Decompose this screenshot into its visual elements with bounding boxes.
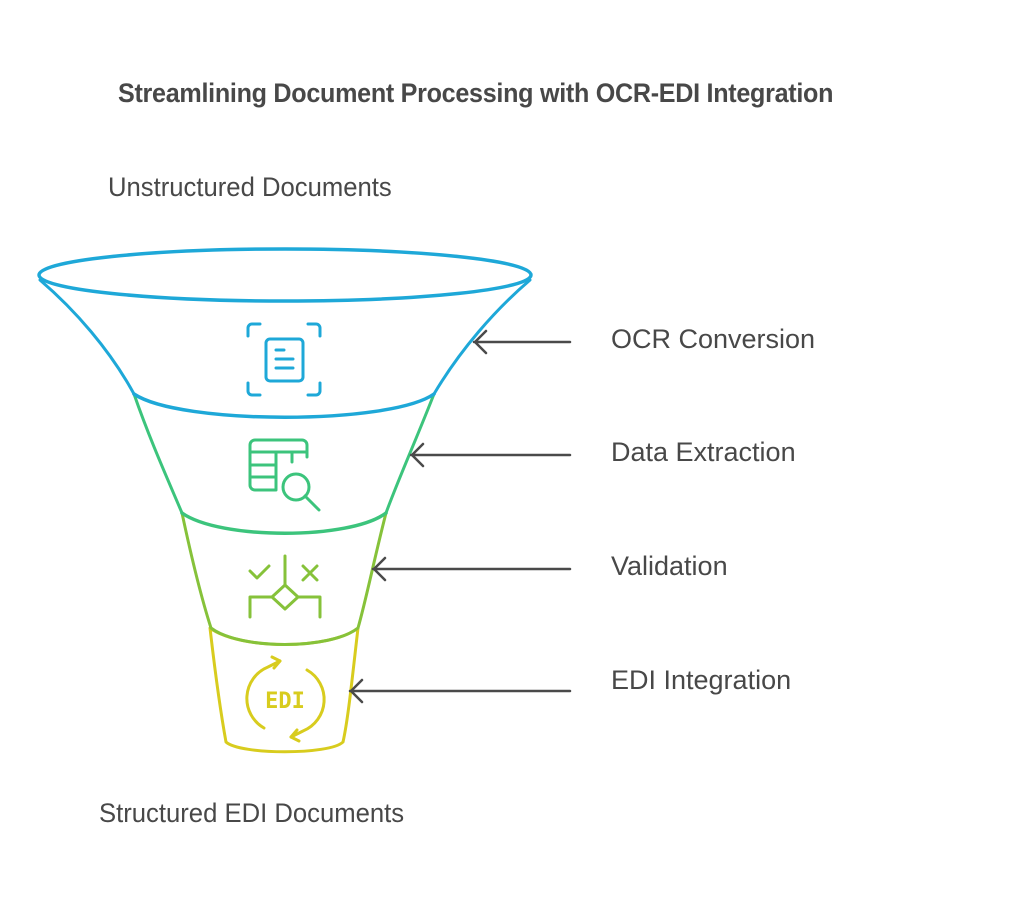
funnel-stage-validation: [180, 511, 388, 646]
stage-extraction-body: [132, 392, 436, 515]
stage-validation-top-rim: [180, 511, 388, 535]
stage-label-data-extraction: Data Extraction: [611, 437, 796, 467]
stage-extraction-top-rim: [132, 392, 436, 419]
stage-label-ocr-conversion: OCR Conversion: [611, 324, 816, 354]
arrow-ocr-conversion: [472, 329, 572, 355]
funnel-input-label: Unstructured Documents: [108, 172, 392, 202]
arrow-data-extraction: [409, 442, 572, 468]
arrow-validation: [371, 556, 572, 582]
edi-icon-text: EDI: [265, 689, 305, 714]
stage-validation-body: [180, 511, 388, 646]
stage-label-edi-integration: EDI Integration: [611, 665, 792, 695]
funnel-stage-ocr: [37, 247, 533, 396]
funnel-top-opening: [37, 247, 533, 303]
funnel-output-label: Structured EDI Documents: [99, 798, 405, 828]
table-search-icon: [248, 438, 321, 512]
arrow-edi-integration: [348, 678, 572, 704]
document-scan-icon: [246, 322, 322, 397]
diagram-title: Streamlining Document Processing with OC…: [118, 78, 834, 108]
edi-sync-icon: EDI: [245, 655, 326, 743]
stage-ocr-body: [38, 278, 532, 396]
decision-check-cross-icon: [248, 554, 322, 619]
stage-label-validation: Validation: [611, 551, 728, 581]
funnel-stage-extraction: [132, 392, 436, 515]
